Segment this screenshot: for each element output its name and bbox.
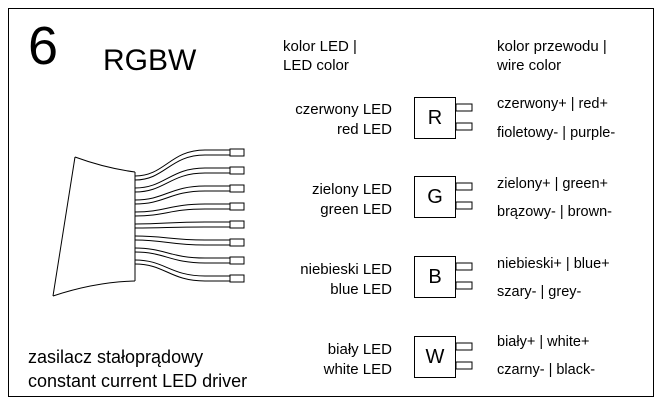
cable-wires <box>134 149 230 282</box>
model-name: RGBW <box>103 44 197 77</box>
channel-b-led-pl: niebieski LED <box>300 261 392 278</box>
connector-pin <box>229 184 245 193</box>
cable-connector-pins <box>229 148 245 283</box>
wire-color-header-line1: kolor przewodu | <box>497 38 607 55</box>
model-number: 6 <box>28 16 59 76</box>
channel-w-terminal-box: W <box>414 336 456 378</box>
cable-wire <box>134 226 230 229</box>
led-color-header-line1: kolor LED | <box>283 38 357 55</box>
wire-color-header: kolor przewodu | wire color <box>497 37 607 75</box>
cable-wire <box>134 203 230 213</box>
channel-w-led-en: white LED <box>323 361 392 378</box>
channel-b-minus-wire: szary- | grey- <box>497 284 582 300</box>
connector-pin <box>229 256 245 265</box>
connector-pin <box>229 274 245 283</box>
connector-pin <box>229 202 245 211</box>
channel-w-led-label: biały LED white LED <box>232 340 392 380</box>
cable-wire <box>134 251 230 264</box>
cable-wire <box>134 149 230 177</box>
cable-wire <box>134 221 230 225</box>
driver-caption: zasilacz stałoprądowy constant current L… <box>28 345 247 393</box>
cable-wire <box>134 235 230 241</box>
channel-b-plus-wire: niebieski+ | blue+ <box>497 256 610 272</box>
terminal-pin <box>455 201 473 210</box>
cable-wire <box>134 154 230 181</box>
channel-g-led-pl: zielony LED <box>311 181 392 198</box>
channel-r-terminal-box: R <box>414 97 456 139</box>
terminal-pin <box>455 122 473 131</box>
connector-pin <box>229 238 245 247</box>
cable-wire <box>134 185 230 201</box>
cable-wire <box>134 190 230 205</box>
cable-wire <box>134 172 230 193</box>
cable-wire <box>134 263 230 282</box>
terminal-pin <box>455 361 473 370</box>
terminal-pin <box>455 182 473 191</box>
channel-r-led-label: czerwony LED red LED <box>232 100 392 140</box>
cable-wire <box>134 239 230 246</box>
cable-wire <box>134 259 230 277</box>
cable-wire <box>134 167 230 189</box>
terminal-pins <box>455 103 473 370</box>
wire-color-header-line2: wire color <box>497 57 562 74</box>
terminal-pin <box>455 281 473 290</box>
driver-caption-en: constant current LED driver <box>28 371 248 391</box>
channel-b-terminal-box: B <box>414 256 456 298</box>
channel-r-minus-wire: fioletowy- | purple- <box>497 125 616 141</box>
led-color-header: kolor LED | LED color <box>283 37 357 75</box>
terminal-pin <box>455 103 473 112</box>
terminal-pin <box>455 262 473 271</box>
connector-pin <box>229 220 245 229</box>
diagram-frame <box>8 8 654 397</box>
channel-g-led-label: zielony LED green LED <box>232 180 392 220</box>
cable-wire <box>134 208 230 217</box>
led-color-header-line2: LED color <box>283 57 349 74</box>
channel-w-led-pl: biały LED <box>327 341 392 358</box>
channel-g-plus-wire: zielony+ | green+ <box>497 176 608 192</box>
channel-w-minus-wire: czarny- | black- <box>497 362 596 378</box>
driver-caption-pl: zasilacz stałoprądowy <box>28 347 204 367</box>
channel-b-led-en: blue LED <box>330 281 392 298</box>
channel-g-minus-wire: brązowy- | brown- <box>497 204 612 220</box>
channel-g-led-en: green LED <box>320 201 392 218</box>
channel-w-plus-wire: biały+ | white+ <box>497 334 590 350</box>
channel-b-led-label: niebieski LED blue LED <box>232 260 392 300</box>
channel-g-terminal-box: G <box>414 176 456 218</box>
connector-pin <box>229 166 245 175</box>
channel-r-plus-wire: czerwony+ | red+ <box>497 96 608 112</box>
connector-pin <box>229 148 245 157</box>
channel-r-led-en: red LED <box>336 121 392 138</box>
cable-body <box>52 156 136 297</box>
cable-wire <box>134 247 230 259</box>
terminal-pin <box>455 342 473 351</box>
channel-r-led-pl: czerwony LED <box>295 101 392 118</box>
